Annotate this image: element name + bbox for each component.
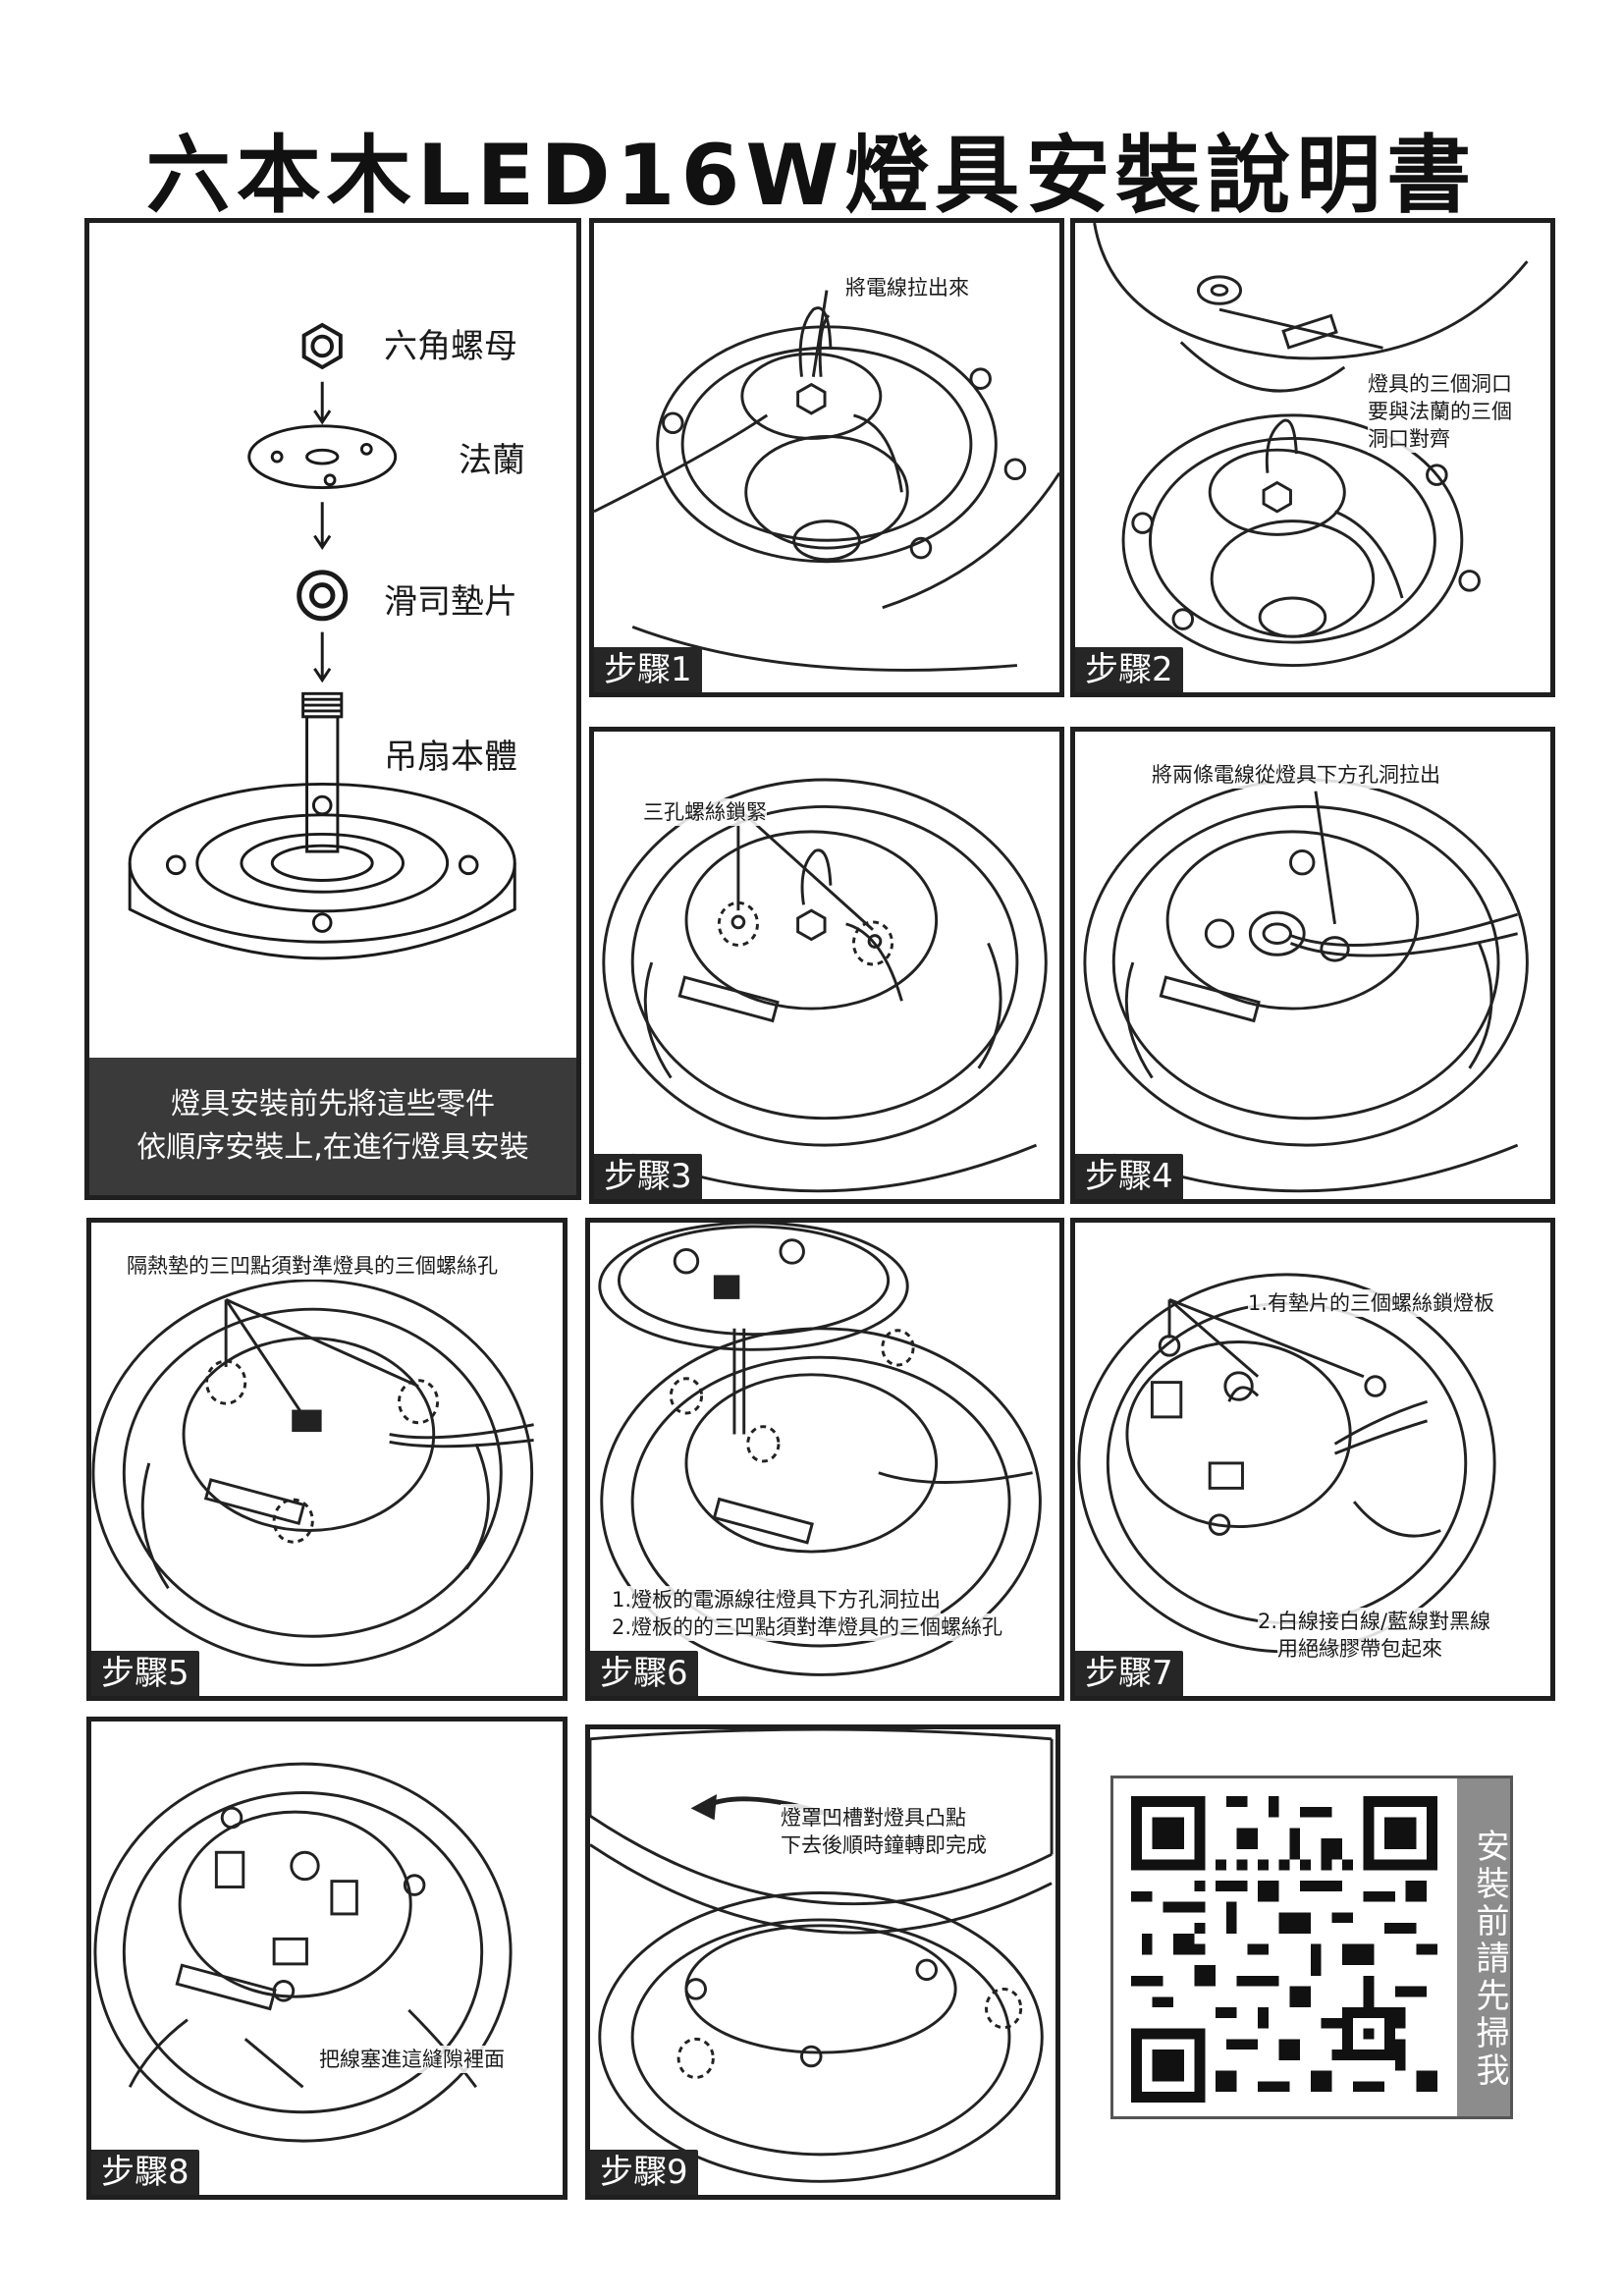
step-1-badge: 步驟1 (594, 647, 702, 692)
step-9-note-line-2: 下去後順時鐘轉即完成 (781, 1831, 987, 1859)
parts-panel: 六角螺母 法蘭 滑司墊片 吊扇本體 燈具安裝前先將這些零件 依順序安裝上,在進行… (84, 218, 581, 1200)
step-8-note: 把線塞進這縫隙裡面 (319, 2046, 505, 2073)
step-9-panel: 燈罩凹槽對燈具凸點 下去後順時鐘轉即完成 步驟9 (585, 1724, 1060, 2200)
step-9-badge: 步驟9 (590, 2150, 698, 2195)
step-2-panel: 燈具的三個洞口 要與法蘭的三個 洞口對齊 步驟2 (1070, 218, 1555, 697)
step-1-panel: 將電線拉出來 步驟1 (589, 218, 1064, 697)
step-9-illustration (590, 1729, 1054, 2183)
qr-scan-prompt: 安裝前請先掃我 (1457, 1778, 1510, 2116)
step-4-illustration (1083, 778, 1529, 1193)
step-2-note-line-3: 洞口對齊 (1368, 425, 1450, 453)
step-5-note: 隔熱墊的三凹點須對準燈具的三個螺絲孔 (127, 1252, 498, 1280)
parts-illustration (128, 322, 516, 960)
qr-code-card[interactable]: 安裝前請先掃我 (1110, 1776, 1513, 2119)
flange-icon (247, 424, 398, 490)
step-7-panel: 1.有墊片的三個螺絲鎖燈板 2.白線接白線/藍線對黑線 用絕緣膠帶包起來 步驟7 (1070, 1218, 1555, 1701)
step-7-note-line-3: 用絕緣膠帶包起來 (1277, 1635, 1442, 1663)
fan-body-icon (128, 691, 516, 960)
step-2-badge: 步驟2 (1075, 647, 1183, 692)
step-3-badge: 步驟3 (594, 1154, 702, 1199)
step-1-illustration (594, 290, 1059, 672)
step-2-note-line-2: 要與法蘭的三個 (1368, 398, 1512, 425)
step-5-panel: 隔熱墊的三凹點須對準燈具的三個螺絲孔 步驟5 (86, 1218, 568, 1701)
step-3-note: 三孔螺絲鎖緊 (643, 798, 767, 826)
step-8-illustration (93, 1762, 513, 2143)
part-label-washer: 滑司墊片 (384, 582, 517, 622)
step-7-note-line-2: 2.白線接白線/藍線對黑線 (1258, 1608, 1491, 1635)
step-8-panel: 把線塞進這縫隙裡面 步驟8 (86, 1717, 568, 2200)
step-4-badge: 步驟4 (1075, 1154, 1183, 1199)
step-6-note-line-1: 1.燈板的電源線往燈具下方孔洞拉出 (612, 1586, 942, 1613)
hex-nut-icon (301, 322, 343, 370)
step-8-badge: 步驟8 (91, 2150, 199, 2195)
step-6-illustration (598, 1223, 1042, 1676)
washer-icon (297, 570, 349, 622)
step-6-panel: 1.燈板的電源線往燈具下方孔洞拉出 2.燈板的的三凹點須對準燈具的三個螺絲孔 步… (585, 1218, 1064, 1701)
qr-code-image[interactable] (1131, 1796, 1437, 2103)
parts-instruction-line-2: 依順序安裝上,在進行燈具安裝 (136, 1130, 529, 1165)
step-6-note-line-2: 2.燈板的的三凹點須對準燈具的三個螺絲孔 (612, 1613, 1003, 1641)
step-7-note-line-1: 1.有墊片的三個螺絲鎖燈板 (1248, 1289, 1495, 1317)
step-9-note-line-1: 燈罩凹槽對燈具凸點 (781, 1804, 966, 1831)
page-title: 六本木LED16W燈具安裝說明書 (145, 127, 1478, 225)
step-3-panel: 三孔螺絲鎖緊 步驟3 (589, 727, 1064, 1204)
step-5-illustration (91, 1279, 534, 1667)
parts-instruction-banner: 燈具安裝前先將這些零件 依順序安裝上,在進行燈具安裝 (89, 1058, 576, 1195)
step-2-illustration (1093, 223, 1529, 668)
step-4-panel: 將兩條電線從燈具下方孔洞拉出 步驟4 (1070, 727, 1555, 1204)
part-label-flange: 法蘭 (459, 441, 525, 480)
step-4-note: 將兩條電線從燈具下方孔洞拉出 (1152, 761, 1440, 789)
step-1-note: 將電線拉出來 (845, 274, 969, 301)
step-7-badge: 步驟7 (1075, 1651, 1183, 1696)
step-2-note-line-1: 燈具的三個洞口 (1368, 370, 1512, 398)
part-label-hex-nut: 六角螺母 (384, 327, 517, 366)
step-5-badge: 步驟5 (91, 1651, 199, 1696)
parts-instruction-line-1: 燈具安裝前先將這些零件 (171, 1087, 495, 1121)
step-6-badge: 步驟6 (590, 1651, 698, 1696)
part-label-fan-body: 吊扇本體 (384, 738, 517, 777)
